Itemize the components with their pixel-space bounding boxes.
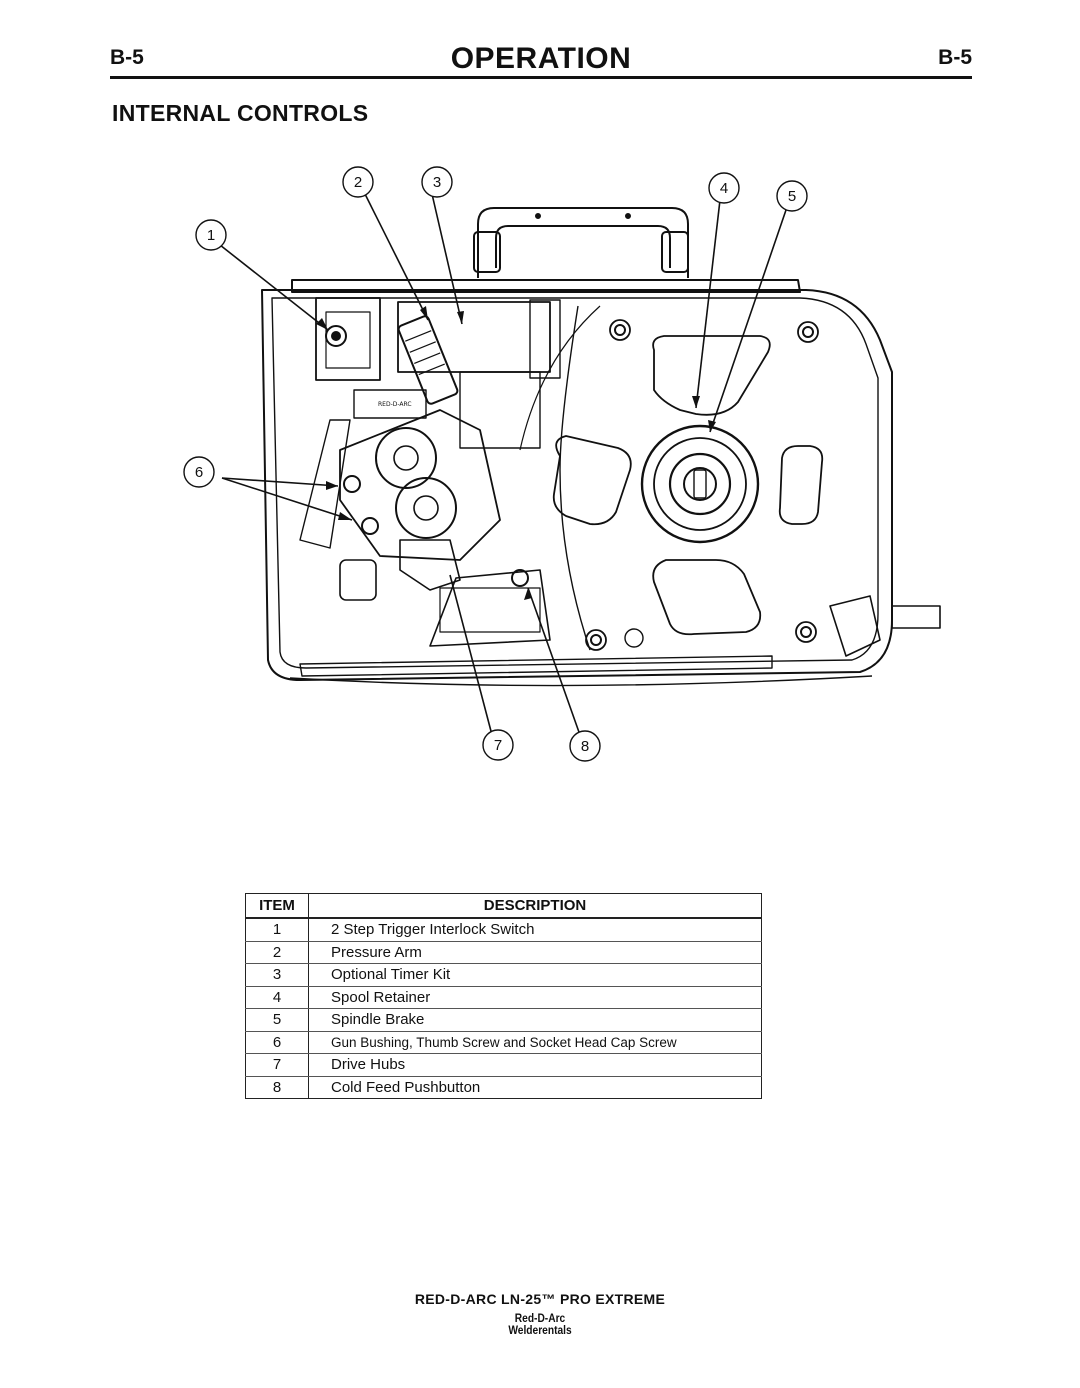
item-description: Pressure Arm bbox=[308, 941, 762, 964]
brand-logo: Red-D-Arc Welderentals bbox=[489, 1312, 591, 1336]
part-label: RED-D-ARC bbox=[378, 401, 412, 408]
section-subtitle: INTERNAL CONTROLS bbox=[112, 100, 369, 126]
column-header-item: ITEM bbox=[245, 893, 309, 919]
footer-model-name: RED-D-ARC LN-25™ PRO EXTREME bbox=[414, 1291, 666, 1307]
table-row: 6 Gun Bushing, Thumb Screw and Socket He… bbox=[245, 1031, 762, 1054]
page-code-left: B-5 bbox=[110, 46, 144, 69]
outer-case bbox=[261, 289, 893, 681]
table-row: 3 Optional Timer Kit bbox=[245, 963, 762, 987]
callout-circle-4 bbox=[708, 172, 740, 204]
callout-circle-6 bbox=[183, 456, 215, 488]
item-description: Optional Timer Kit bbox=[308, 963, 762, 987]
spool-retainer bbox=[668, 452, 732, 516]
item-description: 2 Step Trigger Interlock Switch bbox=[308, 918, 762, 942]
pressure-arm bbox=[397, 315, 459, 405]
logo-line-2: Welderentals bbox=[508, 1323, 572, 1337]
item-number: 7 bbox=[245, 1053, 309, 1077]
page-code-right: B-5 bbox=[938, 46, 972, 69]
callout-number-1: 1 bbox=[207, 227, 215, 244]
page-header: B-5 OPERATION B-5 bbox=[110, 40, 972, 80]
item-description: Drive Hubs bbox=[308, 1053, 762, 1077]
table-row: 5 Spindle Brake bbox=[245, 1008, 762, 1032]
item-description: Spindle Brake bbox=[308, 1008, 762, 1032]
drive-gear-upper bbox=[375, 427, 437, 489]
callout-circle-2 bbox=[342, 166, 374, 198]
item-number: 3 bbox=[245, 963, 309, 987]
item-description: Spool Retainer bbox=[308, 986, 762, 1009]
cold-feed-pushbutton bbox=[511, 569, 529, 587]
callout-number-3: 3 bbox=[433, 174, 441, 191]
table-row: 1 2 Step Trigger Interlock Switch bbox=[245, 918, 762, 942]
callout-number-4: 4 bbox=[720, 180, 728, 197]
column-header-description: DESCRIPTION bbox=[308, 893, 762, 919]
item-number: 1 bbox=[245, 918, 309, 942]
callout-circle-5 bbox=[776, 180, 808, 212]
timer-kit-box bbox=[397, 301, 551, 373]
callout-circle-1 bbox=[195, 219, 227, 251]
page-section-title: OPERATION bbox=[450, 42, 632, 75]
callout-number-8: 8 bbox=[581, 738, 589, 755]
callout-circle-8 bbox=[569, 730, 601, 762]
item-description: Gun Bushing, Thumb Screw and Socket Head… bbox=[308, 1031, 762, 1054]
trigger-interlock-switch bbox=[325, 325, 347, 347]
item-number: 2 bbox=[245, 941, 309, 964]
table-row: 2 Pressure Arm bbox=[245, 941, 762, 964]
parts-table: ITEM DESCRIPTION 1 2 Step Trigger Interl… bbox=[245, 893, 762, 1099]
spindle-brake bbox=[683, 467, 717, 501]
item-number: 4 bbox=[245, 986, 309, 1009]
table-row: 8 Cold Feed Pushbutton bbox=[245, 1076, 762, 1099]
callout-circle-7 bbox=[482, 729, 514, 761]
item-number: 5 bbox=[245, 1008, 309, 1032]
table-row: 7 Drive Hubs bbox=[245, 1053, 762, 1077]
item-description: Cold Feed Pushbutton bbox=[331, 1078, 481, 1096]
carry-handle bbox=[473, 207, 689, 278]
spool-hub bbox=[640, 424, 760, 544]
drive-gear-lower bbox=[395, 477, 457, 539]
table-row: 4 Spool Retainer bbox=[245, 986, 762, 1009]
socket-head-cap-screw bbox=[361, 517, 379, 535]
table-header-row: ITEM DESCRIPTION bbox=[245, 893, 762, 919]
callout-number-2: 2 bbox=[354, 174, 362, 191]
callout-circle-3 bbox=[421, 166, 453, 198]
thumb-screw bbox=[343, 475, 361, 493]
header-rule bbox=[110, 76, 972, 79]
callout-number-7: 7 bbox=[494, 737, 502, 754]
wire-feeder-internal-diagram: RED-D-ARC 1 2 3 4 5 6 bbox=[183, 166, 941, 762]
callout-number-6: 6 bbox=[195, 464, 203, 481]
item-number: 6 bbox=[245, 1031, 309, 1054]
item-number: 8 bbox=[245, 1076, 309, 1099]
logo-line-1: Red-D-Arc bbox=[514, 1311, 566, 1325]
callout-number-5: 5 bbox=[788, 188, 796, 205]
